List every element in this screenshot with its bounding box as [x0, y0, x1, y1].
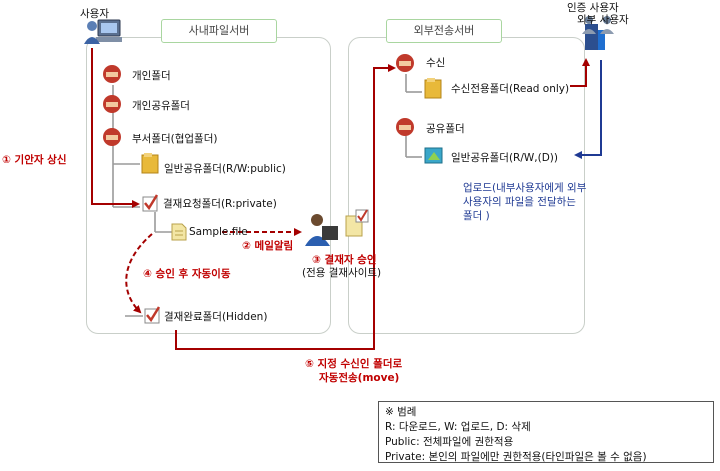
step5-arrow — [175, 64, 396, 350]
approver-icon — [305, 214, 338, 246]
legend-line3: Private: 본인의 파일에만 권한적용(타인파일은 볼 수 없음) — [385, 451, 647, 463]
external-tree-lines — [405, 74, 422, 158]
step5-label-line1: ⑤ 지정 수신인 폴더로 — [305, 358, 403, 370]
upload-note-line2: 사용자의 파일을 전달하는 — [463, 196, 576, 208]
folder-external-public-share-label: 일반공유폴더(R/W,(D)) — [451, 152, 558, 164]
yellow-folder-icon-receive-only — [424, 78, 442, 99]
step2-label: ② 메일알림 — [242, 240, 294, 252]
folder-shared-label: 공유폴더 — [426, 123, 465, 135]
sample-file-icon — [171, 223, 187, 241]
sample-file-label: Sample.file — [189, 226, 248, 238]
folder-personal-label: 개인폴더 — [132, 70, 171, 82]
approval-document-icon — [345, 209, 369, 237]
upload-note-line1: 업로드(내부사용자에게 외부 — [463, 182, 587, 194]
step1-arrow — [91, 48, 140, 208]
upload-arrow — [574, 60, 602, 159]
external-server-title: 외부전송서버 — [386, 19, 502, 43]
folder-public-share-label: 일반공유폴더(R/W:public) — [164, 163, 286, 175]
legend-title: ※ 범례 — [385, 406, 417, 418]
folder-personal-shared-label: 개인공유폴더 — [132, 100, 190, 112]
step4-arrow — [125, 233, 153, 314]
user-computer-icon — [84, 19, 122, 44]
legend-box: ※ 범례 R: 다운로드, W: 업로드, D: 삭제 Public: 전체파일… — [378, 401, 714, 463]
checkbox-icon-approval-request — [142, 194, 159, 212]
external-user-label: 외부 사용자 — [577, 14, 629, 26]
upload-note-line3: 폴더 ) — [463, 210, 490, 222]
folder-approval-request-label: 결재요청폴더(R:private) — [163, 198, 277, 210]
external-users-icon — [582, 16, 614, 50]
folder-icon-department — [103, 128, 121, 146]
step3-label: ③ 결재자 승인 — [312, 254, 377, 266]
legend-line2: Public: 전체파일에 권한적용 — [385, 436, 514, 448]
folder-approval-done-label: 결재완료폴더(Hidden) — [164, 311, 268, 323]
folder-icon-personal-shared — [103, 95, 121, 113]
step1-label: ① 기안자 상신 — [2, 154, 67, 166]
auth-user-label: 인증 사용자 — [567, 2, 619, 14]
folder-icon-receive — [396, 54, 414, 72]
folder-icon-shared — [396, 118, 414, 136]
folder-receive-only-label: 수신전용폴더(Read only) — [451, 83, 570, 95]
yellow-folder-icon-public — [141, 153, 159, 174]
shared-folder-icon-public — [424, 147, 443, 164]
external-server-panel — [348, 37, 585, 334]
step4-label: ④ 승인 후 자동이동 — [143, 268, 231, 280]
step3-sub-label: (전용 결재사이트) — [302, 267, 382, 279]
step5-label-line2: 자동전송(move) — [319, 372, 400, 384]
folder-department-label: 부서폴더(협업폴더) — [132, 133, 218, 145]
download-arrow — [570, 58, 590, 87]
folder-icon-personal — [103, 65, 121, 83]
internal-server-title: 사내파일서버 — [161, 19, 277, 43]
folder-receive-label: 수신 — [426, 57, 446, 69]
checkbox-icon-approval-done — [144, 306, 161, 324]
user-label: 사용자 — [80, 8, 109, 20]
legend-line1: R: 다운로드, W: 업로드, D: 삭제 — [385, 421, 531, 433]
